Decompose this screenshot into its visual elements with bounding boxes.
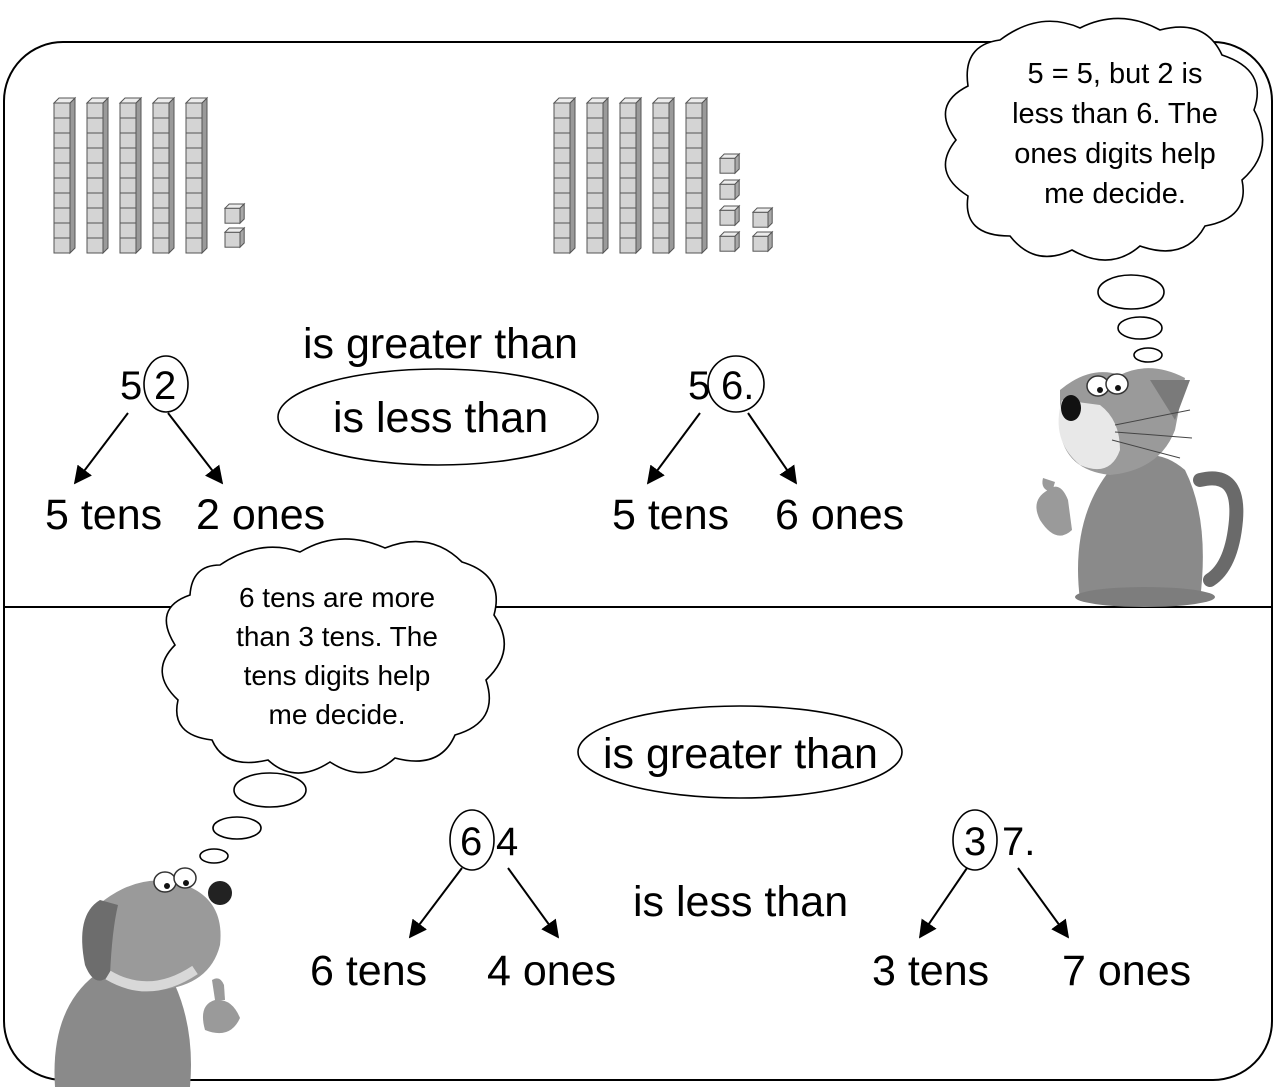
tens-label: 5 tens <box>612 491 730 539</box>
ones-cube <box>718 230 741 253</box>
ones-cube <box>718 152 741 175</box>
cat-thought-cloud <box>944 17 1264 363</box>
ones-cube <box>751 206 774 229</box>
arrow <box>1017 867 1070 939</box>
tens-rod <box>651 96 676 255</box>
cat-thought-text: 5 = 5, but 2 is less than 6. The ones di… <box>1012 58 1218 210</box>
answer-circle <box>577 705 903 799</box>
ones-label: 6 ones <box>775 491 905 539</box>
tens-label: 3 tens <box>872 947 990 995</box>
arrow <box>507 867 560 939</box>
section-divider <box>5 606 1271 608</box>
tens-rod <box>151 96 176 255</box>
tens-digit: 5 <box>688 364 711 408</box>
option-less-than: is less than <box>333 394 549 442</box>
ones-label: 2 ones <box>196 491 326 539</box>
dog-icon <box>54 867 240 1087</box>
base-ten-blocks-56 <box>552 96 774 255</box>
tens-digit: 3 <box>964 820 987 864</box>
tens-digit-circle <box>449 809 495 871</box>
tens-rod <box>52 96 77 255</box>
ones-digit-circle <box>707 355 765 413</box>
tens-digit: 5 <box>120 364 143 408</box>
tens-rod <box>85 96 110 255</box>
option-greater-than: is greater than <box>603 730 878 778</box>
answer-circle <box>277 368 599 466</box>
dog-thought-text: 6 tens are more than 3 tens. The tens di… <box>236 582 438 730</box>
tens-digit-circle <box>952 809 998 871</box>
ones-cube <box>718 204 741 227</box>
arrow <box>408 867 463 939</box>
tens-digit: 6 <box>460 820 483 864</box>
dog-thought-cloud <box>161 538 506 864</box>
tens-rod <box>618 96 643 255</box>
ones-digit: 2 <box>154 364 177 408</box>
tens-label: 5 tens <box>45 491 163 539</box>
tens-rod <box>585 96 610 255</box>
ones-cube <box>223 226 246 249</box>
cat-icon <box>1036 368 1244 607</box>
ones-digit: 4 <box>496 820 519 864</box>
tens-rod <box>184 96 209 255</box>
tens-rod <box>684 96 709 255</box>
arrow <box>918 867 968 939</box>
ones-label: 4 ones <box>487 947 617 995</box>
arrow <box>646 412 701 485</box>
arrow <box>73 412 129 485</box>
ones-cube <box>223 202 246 225</box>
option-greater-than: is greater than <box>303 320 578 368</box>
ones-digit-circle <box>143 355 189 413</box>
tens-label: 6 tens <box>310 947 428 995</box>
option-less-than: is less than <box>633 878 849 926</box>
ones-cube <box>751 230 774 253</box>
ones-cube <box>718 178 741 201</box>
arrow <box>747 412 798 485</box>
ones-digit: 6. <box>721 364 755 408</box>
ones-digit: 7. <box>1002 820 1036 864</box>
ones-label: 7 ones <box>1062 947 1192 995</box>
base-ten-blocks-52 <box>52 96 246 255</box>
tens-rod <box>552 96 577 255</box>
tens-rod <box>118 96 143 255</box>
worksheet-frame <box>3 41 1273 1081</box>
arrow <box>167 412 224 485</box>
